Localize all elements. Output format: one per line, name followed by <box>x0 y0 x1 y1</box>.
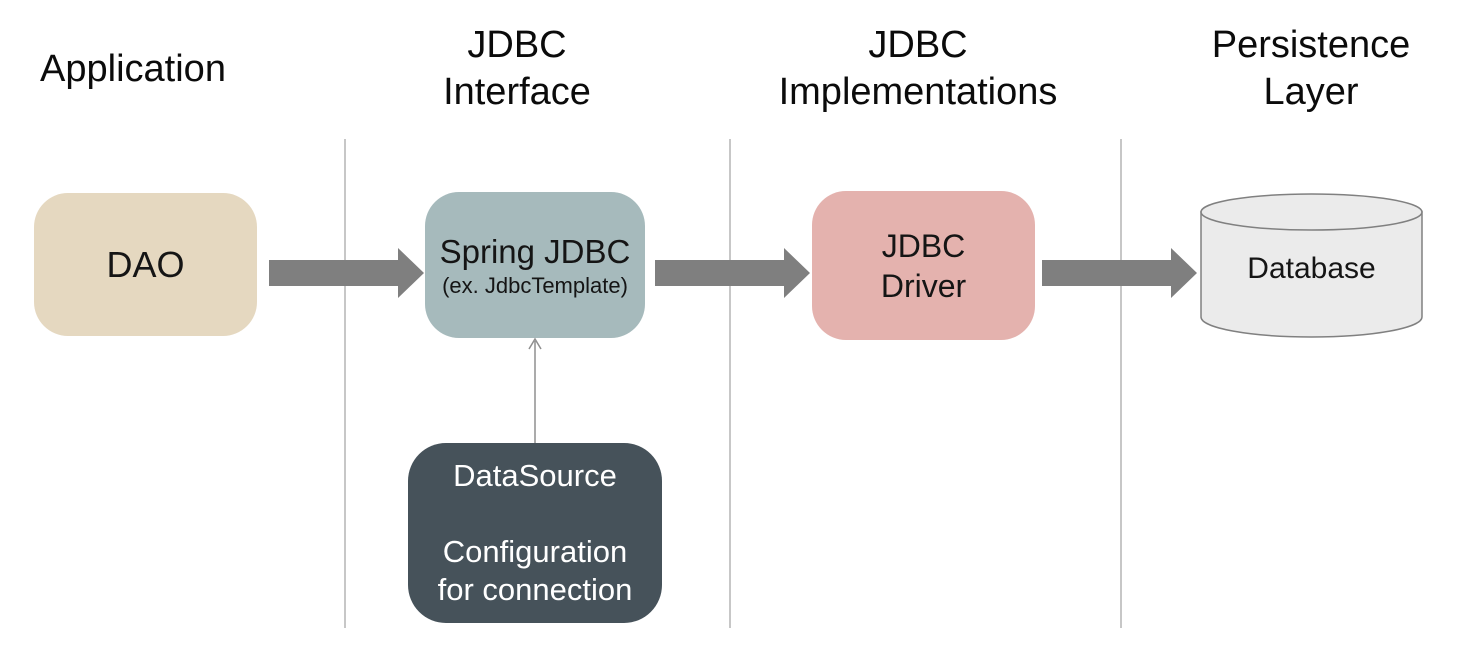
column-divider-3 <box>1120 139 1122 628</box>
column-header-application: Application <box>0 16 266 122</box>
column-header-persistence-layer: Persistence Layer <box>1161 16 1461 122</box>
column-header-line: Application <box>40 47 226 90</box>
arrow-shape <box>1042 248 1197 298</box>
column-header-line: Layer <box>1263 71 1359 113</box>
column-divider-2 <box>729 139 731 628</box>
database-label: Database <box>1247 252 1376 285</box>
jdbc-driver-label-line1: JDBC <box>881 227 966 264</box>
dao-label: DAO <box>106 243 185 285</box>
database-cylinder-top <box>1200 193 1423 231</box>
datasource-line2: Configuration <box>442 534 628 569</box>
datasource-node: DataSource Configuration for connection <box>408 443 662 623</box>
arrow-jdbc-driver-to-database <box>1042 248 1197 298</box>
spring-jdbc-node: Spring JDBC (ex. JdbcTemplate) <box>425 192 645 338</box>
column-header-jdbc-interface: JDBC Interface <box>367 16 667 122</box>
arrow-dao-to-spring-jdbc <box>269 248 424 298</box>
jdbc-driver-node: JDBC Driver <box>812 191 1035 340</box>
column-header-line: JDBC <box>467 24 567 66</box>
arrow-shape <box>655 248 810 298</box>
datasource-line3: for connection <box>437 572 633 607</box>
arrow-shape <box>269 248 424 298</box>
column-header-line: Interface <box>443 71 591 113</box>
database-cylinder <box>1200 193 1423 338</box>
spring-jdbc-sublabel: (ex. JdbcTemplate) <box>442 272 628 298</box>
thin-arrow-head <box>528 337 542 350</box>
spring-jdbc-label: Spring JDBC <box>439 232 631 270</box>
arrow-spring-jdbc-to-jdbc-driver <box>655 248 810 298</box>
column-header-jdbc-implementations: JDBC Implementations <box>743 16 1093 122</box>
arrow-datasource-to-spring-jdbc <box>528 337 542 444</box>
column-header-line: Persistence <box>1211 24 1411 66</box>
column-header-line: JDBC <box>868 24 968 66</box>
dao-node: DAO <box>34 193 257 336</box>
column-header-line: Implementations <box>778 71 1058 113</box>
jdbc-driver-label-line2: Driver <box>880 267 967 304</box>
column-divider-1 <box>344 139 346 628</box>
database-cylinder-body <box>1200 211 1423 338</box>
datasource-line1: DataSource <box>453 458 617 493</box>
